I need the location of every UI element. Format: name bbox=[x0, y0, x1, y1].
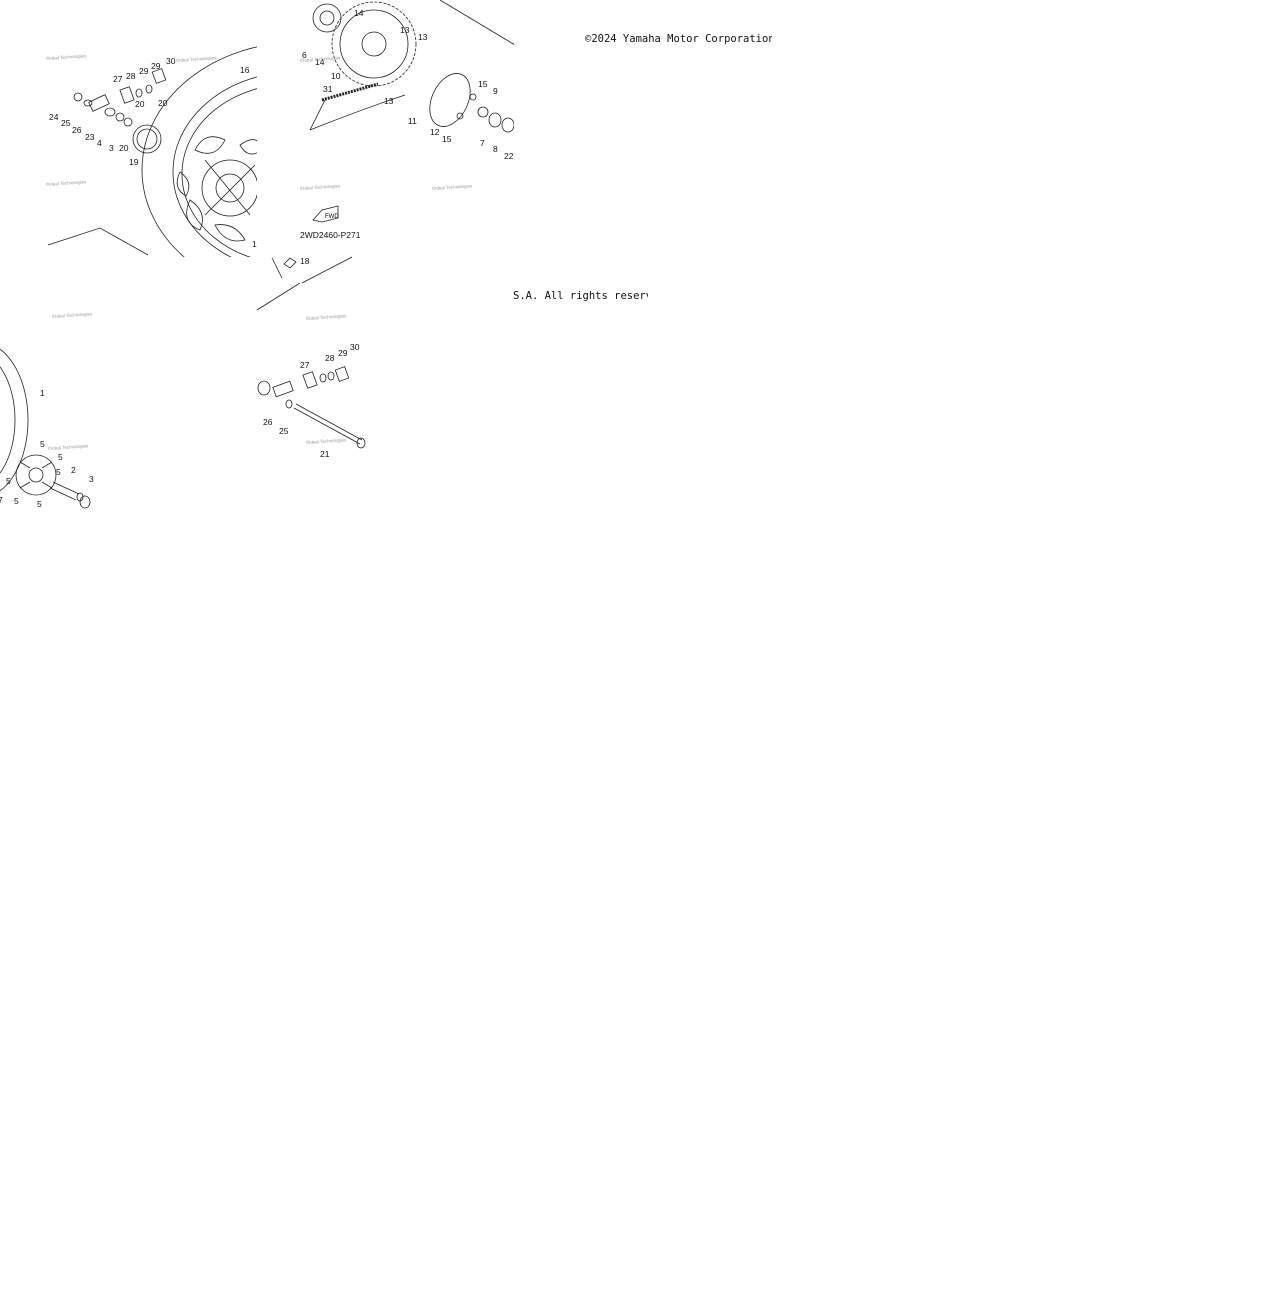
callout-number: 9 bbox=[493, 86, 498, 96]
callout-number: 21 bbox=[320, 449, 330, 459]
watermark-text: ©Ideal Technologies bbox=[176, 54, 218, 63]
callout-number: 7 bbox=[480, 138, 485, 148]
callout-numbers-tile-3: 18 bbox=[300, 256, 310, 266]
watermark-text: ©Ideal Technologies bbox=[300, 54, 342, 63]
callout-number: 29 bbox=[338, 348, 348, 358]
figure-code: 2WD2460-P271 bbox=[300, 230, 361, 240]
watermark-text: ©Ideal Technologies bbox=[306, 312, 348, 321]
axle-drawing bbox=[293, 403, 366, 449]
callout-number: 14 bbox=[315, 57, 325, 67]
watermark-text: ©Ideal Technologies bbox=[306, 436, 348, 445]
callout-number: 30 bbox=[166, 56, 176, 66]
callout-number: 29 bbox=[139, 66, 149, 76]
callout-number: 25 bbox=[279, 426, 289, 436]
copyright-notice-part-a: ©2024 Yamaha Motor Corporation, U.S bbox=[585, 33, 772, 45]
callout-number: 27 bbox=[300, 360, 310, 370]
callout-number: 5 bbox=[56, 467, 61, 477]
callout-number: 20 bbox=[158, 98, 168, 108]
bolt-drawing bbox=[283, 257, 297, 269]
callout-number: 23 bbox=[85, 132, 95, 142]
watermark-text: ©Ideal Technologies bbox=[46, 178, 88, 187]
callout-number: 31 bbox=[323, 84, 333, 94]
callout-number: 1 bbox=[40, 388, 45, 398]
bracket-drawing bbox=[429, 73, 514, 133]
callout-number: 5 bbox=[58, 452, 63, 462]
callout-number: 20 bbox=[135, 99, 145, 109]
frame-guide-lines bbox=[256, 256, 353, 311]
callout-number: 17 bbox=[252, 239, 262, 249]
callout-number: 10 bbox=[44, 512, 54, 522]
callout-number: 28 bbox=[126, 71, 136, 81]
callout-number: 16 bbox=[240, 65, 250, 75]
callout-number: 18 bbox=[300, 256, 310, 266]
hub-parts-drawing bbox=[73, 68, 167, 154]
callout-number: 14 bbox=[354, 8, 364, 18]
callout-number: 7 bbox=[0, 495, 3, 505]
callout-number: 19 bbox=[129, 157, 139, 167]
callout-number: 5 bbox=[6, 476, 11, 486]
callout-number: 5 bbox=[37, 499, 42, 509]
callout-number: 4 bbox=[97, 138, 102, 148]
hub-drawing bbox=[312, 3, 342, 33]
callout-number: 28 bbox=[325, 353, 335, 363]
watermark-text: ©Ideal Technologies bbox=[46, 52, 88, 61]
callout-number: 26 bbox=[263, 417, 273, 427]
callout-number: 22 bbox=[504, 151, 514, 161]
callout-number: 30 bbox=[350, 342, 360, 352]
fwd-arrow: FWD bbox=[312, 205, 339, 223]
sprocket-drawing bbox=[331, 1, 417, 87]
watermark-layer: ©Ideal Technologies ©Ideal Technologies ©I… bbox=[46, 52, 474, 451]
callout-number: 2 bbox=[71, 465, 76, 475]
callout-number: 27 bbox=[113, 74, 123, 84]
callout-number: 13 bbox=[384, 96, 394, 106]
fwd-label: FWD bbox=[325, 214, 339, 220]
callout-number: 24 bbox=[49, 112, 59, 122]
collar-drawing bbox=[49, 481, 91, 509]
callout-number: 29 bbox=[151, 61, 161, 71]
callout-number: 3 bbox=[109, 143, 114, 153]
callout-number: 20 bbox=[119, 143, 129, 153]
callout-number: 15 bbox=[478, 79, 488, 89]
callout-number: 13 bbox=[418, 32, 428, 42]
callout-number: 5 bbox=[40, 439, 45, 449]
damper-drawing bbox=[15, 454, 57, 496]
callout-number: 6 bbox=[302, 50, 307, 60]
callout-number: 12 bbox=[430, 127, 440, 137]
adjuster-drawing bbox=[257, 366, 350, 409]
callout-number: 5 bbox=[14, 496, 19, 506]
callout-number: 10 bbox=[331, 71, 341, 81]
callout-number: 13 bbox=[400, 25, 410, 35]
callout-number: 3 bbox=[89, 474, 94, 484]
watermark-text: ©Ideal Technologies bbox=[300, 182, 342, 191]
frame-guide-lines bbox=[439, 0, 514, 45]
watermark-text: ©Ideal Technologies bbox=[48, 442, 90, 451]
callout-number: 11 bbox=[408, 116, 417, 126]
chain-drawing bbox=[309, 82, 406, 131]
tire-section-drawing bbox=[0, 348, 29, 492]
callout-number: 15 bbox=[442, 134, 452, 144]
wheel-spokes-drawing bbox=[176, 136, 257, 242]
diagram-tile-3: 18 bbox=[256, 256, 353, 311]
watermark-text: ©Ideal Technologies bbox=[52, 310, 94, 319]
watermark-text: ©Ideal Technologies bbox=[432, 182, 474, 191]
frame-guide-lines bbox=[47, 227, 149, 256]
callout-number: 8 bbox=[493, 144, 498, 154]
copyright-notice-part-b: S.A. All rights reserved. bbox=[513, 290, 648, 302]
callout-number: 25 bbox=[61, 118, 71, 128]
callout-number: 26 bbox=[72, 125, 82, 135]
